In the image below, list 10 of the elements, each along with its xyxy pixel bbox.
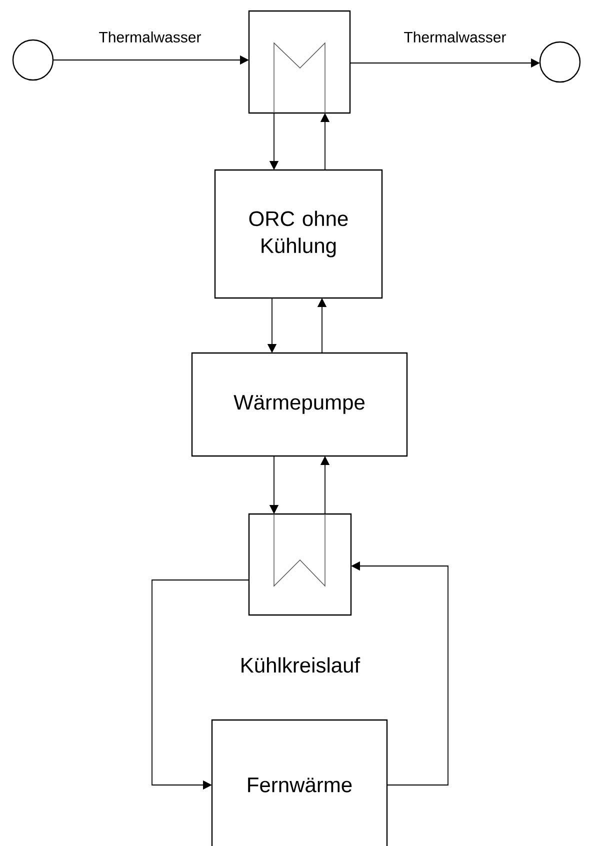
terminal-circle <box>539 41 581 83</box>
process-box: ORC ohne Kühlung <box>214 169 383 299</box>
edge-label: Thermalwasser <box>402 30 508 44</box>
process-box: Fernwärme <box>211 719 388 846</box>
heat-exchanger-box <box>248 513 352 616</box>
edge-label: Thermalwasser <box>98 30 202 44</box>
circuit-label: Kühlkreislauf <box>242 657 360 673</box>
terminal-circle <box>12 39 54 81</box>
process-box: Wärmepumpe <box>191 352 408 457</box>
heat-exchanger-box <box>248 10 351 114</box>
